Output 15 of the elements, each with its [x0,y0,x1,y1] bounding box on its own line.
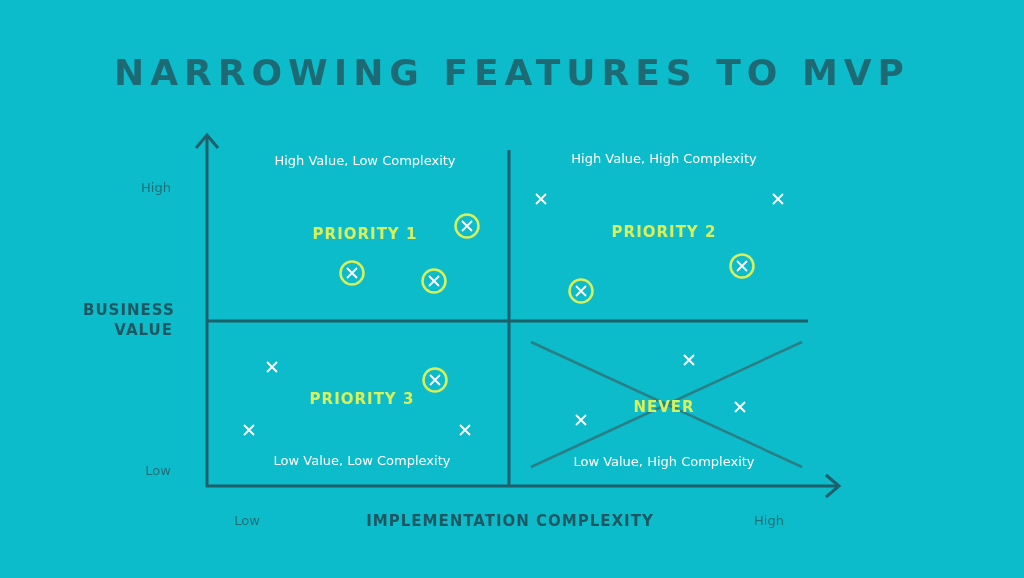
quadrant-label: High Value, High Complexity [571,151,757,167]
quadrant-label: Low Value, High Complexity [573,454,755,470]
priority-label: NEVER [633,398,695,416]
axis-tick-label: Low [234,513,260,529]
axis-tick-label: Low [145,463,171,479]
quadrant-label: Low Value, Low Complexity [273,453,451,469]
priority-label: PRIORITY 1 [312,225,418,243]
priority-label: PRIORITY 3 [309,390,415,408]
title: NARROWING FEATURES TO MVP [113,52,911,93]
priority-label: PRIORITY 2 [611,223,717,241]
axis-tick-label: High [754,513,784,529]
axis-tick-label: High [141,180,171,196]
axis-title: BUSINESS VALUE [83,299,173,341]
quadrant-label: High Value, Low Complexity [274,153,456,169]
axis-title: IMPLEMENTATION COMPLEXITY [366,512,654,530]
